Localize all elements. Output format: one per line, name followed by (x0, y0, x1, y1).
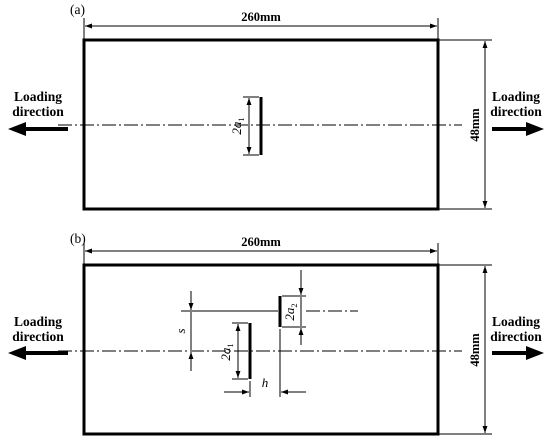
b-spacing-label: s (173, 328, 188, 333)
b-right-loading-line1: Loading (492, 314, 540, 329)
a-right-loading-arrow (492, 122, 544, 136)
a-right-loading-line2: direction (490, 104, 542, 119)
b-width-label: 260mm (241, 235, 281, 249)
arrow-left-icon (8, 122, 26, 136)
b-left-loading-line2: direction (12, 329, 64, 344)
panel-a: (a) 260mm 2a1 48mm Loading direction (8, 2, 544, 211)
a-height-label: 48mm (468, 108, 482, 142)
b-left-loading-line1: Loading (14, 314, 62, 329)
b-offset-label: h (262, 375, 269, 390)
a-crack-label: 2a1 (229, 117, 246, 134)
a-left-loading-arrow (8, 122, 68, 136)
panel-a-tag: (a) (70, 2, 85, 17)
b-left-loading-arrow (8, 346, 68, 360)
b-right-loading-arrow (492, 346, 544, 360)
a-right-loading-line1: Loading (492, 89, 540, 104)
b-specimen-plate (82, 263, 440, 436)
panel-b: (b) 260mm 2a1 2a2 s (8, 231, 544, 436)
b-height-label: 48mm (468, 333, 482, 367)
a-left-loading-line2: direction (12, 104, 64, 119)
b-right-loading-line2: direction (490, 329, 542, 344)
a-width-label: 260mm (241, 10, 281, 24)
b-crack2-label: 2a2 (282, 303, 299, 320)
arrow-right-icon (526, 346, 544, 360)
b-crack1-label: 2a1 (218, 343, 235, 360)
arrow-right-icon (526, 122, 544, 136)
panel-b-tag: (b) (70, 231, 86, 246)
a-left-loading-line1: Loading (14, 89, 62, 104)
arrow-left-icon (8, 346, 26, 360)
